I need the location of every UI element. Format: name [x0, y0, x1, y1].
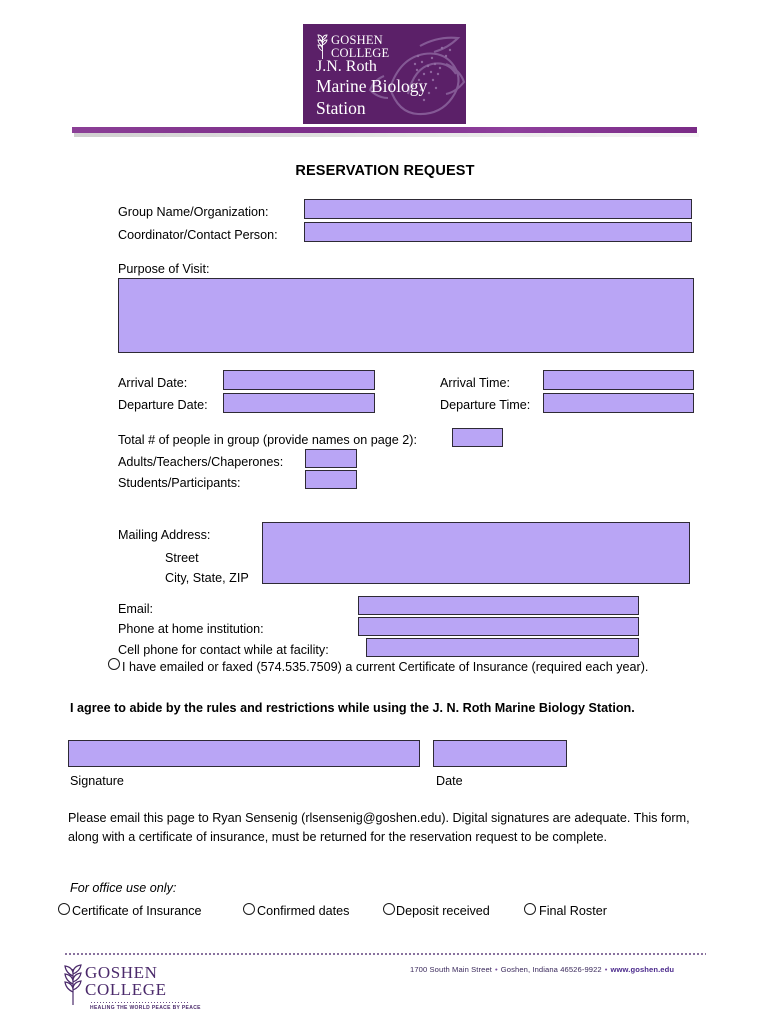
station-name: J.N. Roth Marine Biology Station: [316, 57, 466, 119]
footer-goshen-college-logo: GOSHEN COLLEGE HEALING THE WORLD PEACE B…: [64, 962, 200, 1014]
footer-logo-line2: COLLEGE: [85, 980, 167, 999]
office-use-heading: For office use only:: [70, 881, 177, 895]
instructions-line-1: Please email this page to Ryan Sensenig …: [68, 811, 690, 825]
header-divider-rule: [72, 127, 697, 133]
mailing-address-textarea[interactable]: [262, 522, 690, 584]
departure-time-label: Departure Time:: [440, 398, 531, 412]
footer-separator-2: •: [604, 965, 608, 974]
email-input[interactable]: [358, 596, 639, 615]
signature-input[interactable]: [68, 740, 420, 767]
wheat-leaf-icon: [317, 34, 328, 59]
arrival-time-label: Arrival Time:: [440, 376, 510, 390]
footer-divider: [64, 953, 706, 955]
angelfish-icon: [368, 36, 466, 116]
insurance-radio[interactable]: [108, 658, 120, 670]
phone-label: Phone at home institution:: [118, 622, 264, 636]
total-people-label: Total # of people in group (provide name…: [118, 433, 417, 447]
office-label-final-roster: Final Roster: [539, 904, 607, 918]
footer-street: 1700 South Main Street: [410, 965, 492, 974]
arrival-date-label: Arrival Date:: [118, 376, 188, 390]
date-input[interactable]: [433, 740, 567, 767]
office-radio-deposit-received[interactable]: [383, 903, 395, 915]
footer-website[interactable]: www.goshen.edu: [610, 965, 675, 974]
total-people-input[interactable]: [452, 428, 503, 447]
station-line-2: Marine Biology Station: [316, 76, 428, 118]
footer-logo-rule: [90, 1002, 190, 1003]
students-input[interactable]: [305, 470, 357, 489]
group-name-label: Group Name/Organization:: [118, 205, 269, 219]
office-label-deposit-received: Deposit received: [396, 904, 490, 918]
insurance-statement: I have emailed or faxed (574.535.7509) a…: [122, 660, 649, 674]
office-radio-confirmed-dates[interactable]: [243, 903, 255, 915]
wheat-leaf-icon: [64, 964, 82, 1005]
departure-time-input[interactable]: [543, 393, 694, 413]
footer-city: Goshen, Indiana 46526-9922: [500, 965, 602, 974]
footer-contact-line: 1700 South Main Street•Goshen, Indiana 4…: [410, 965, 674, 974]
office-radio-certificate-of-insurance[interactable]: [58, 903, 70, 915]
phone-input[interactable]: [358, 617, 639, 636]
header-divider-shadow: [74, 133, 699, 137]
arrival-date-input[interactable]: [223, 370, 375, 390]
jn-roth-logo-banner: GOSHEN COLLEGE J.N. Roth Marine Biology …: [303, 24, 466, 124]
cell-phone-input[interactable]: [366, 638, 639, 657]
purpose-textarea[interactable]: [118, 278, 694, 353]
adults-label: Adults/Teachers/Chaperones:: [118, 455, 284, 469]
adults-input[interactable]: [305, 449, 357, 468]
footer-separator-1: •: [495, 965, 498, 974]
departure-date-label: Departure Date:: [118, 398, 208, 412]
footer-logo-line1: GOSHEN: [85, 963, 158, 982]
agreement-statement: I agree to abide by the rules and restri…: [70, 701, 635, 715]
logo-college-line1: GOSHEN: [331, 33, 383, 47]
instructions-line-2: along with a certificate of insurance, m…: [68, 830, 608, 844]
footer-tagline: HEALING THE WORLD PEACE BY PEACE: [90, 1005, 201, 1011]
coordinator-label: Coordinator/Contact Person:: [118, 228, 278, 242]
mailing-address-label: Mailing Address:: [118, 528, 211, 542]
logo-college-line2: COLLEGE: [331, 45, 390, 60]
station-line-1: J.N. Roth: [316, 57, 377, 75]
page-title: RESERVATION REQUEST: [295, 163, 475, 179]
purpose-label: Purpose of Visit:: [118, 262, 210, 276]
email-label: Email:: [118, 602, 153, 616]
city-state-zip-label: City, State, ZIP: [165, 571, 249, 585]
goshen-college-wordmark: GOSHEN COLLEGE: [317, 34, 389, 60]
office-radio-final-roster[interactable]: [524, 903, 536, 915]
departure-date-input[interactable]: [223, 393, 375, 413]
office-label-certificate-of-insurance: Certificate of Insurance: [72, 904, 202, 918]
cell-phone-label: Cell phone for contact while at facility…: [118, 643, 329, 657]
date-label: Date: [436, 774, 463, 788]
signature-label: Signature: [70, 774, 124, 788]
arrival-time-input[interactable]: [543, 370, 694, 390]
coordinator-input[interactable]: [304, 222, 692, 242]
group-name-input[interactable]: [304, 199, 692, 219]
office-label-confirmed-dates: Confirmed dates: [257, 904, 350, 918]
students-label: Students/Participants:: [118, 476, 241, 490]
street-label: Street: [165, 551, 199, 565]
